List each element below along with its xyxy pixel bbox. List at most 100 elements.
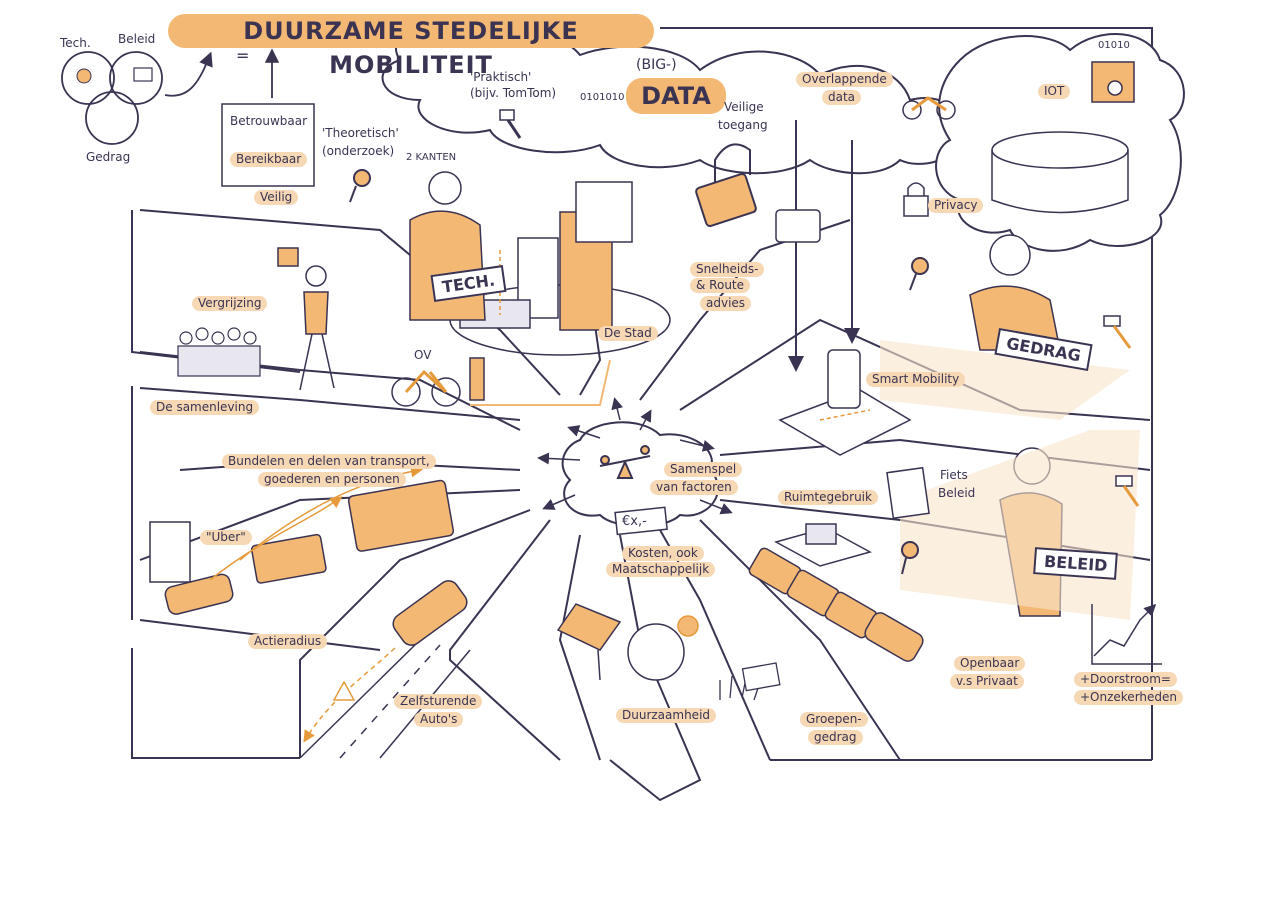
smartphone-illustration	[778, 349, 912, 456]
overlappende-label-1: Overlappende	[796, 72, 893, 87]
warning-icon	[332, 680, 356, 701]
magnifier-icon	[349, 169, 371, 203]
data-arrows	[788, 120, 860, 372]
snelheid-label-3: advies	[700, 296, 752, 311]
ov-bicycle-illustration	[391, 357, 485, 407]
value-betrouwbaar: Betrouwbaar	[230, 114, 308, 128]
venn-label-beleid: Beleid	[118, 32, 156, 46]
ov-route-line	[470, 359, 611, 406]
beleid-sign: BELEID	[1033, 547, 1119, 580]
hammer-icon-right	[1103, 315, 1132, 349]
train-illustration	[748, 547, 924, 662]
walking-person-illustration	[299, 265, 335, 391]
venn-label-gedrag: Gedrag	[86, 150, 131, 164]
value-veilig: Veilig	[254, 190, 299, 205]
ruimtegebruik-label: Ruimtegebruik	[778, 490, 878, 505]
lock-question-icon	[277, 247, 299, 267]
twee-kanten-label: 2 KANTEN	[406, 152, 457, 163]
elderly-crowd-illustration	[177, 327, 261, 377]
bundelen-label-2: goederen en personen	[258, 472, 406, 487]
van-illustration	[250, 533, 327, 584]
venn-label-tech: Tech.	[60, 36, 91, 50]
openbaar-label-2: v.s Privaat	[950, 674, 1024, 689]
snelheid-label-2: & Route	[690, 278, 751, 293]
veilige-toegang-label-2: toegang	[718, 118, 768, 132]
big-label: (BIG-)	[636, 57, 677, 73]
venn-equals: =	[236, 46, 250, 65]
hammer-icon-beleid	[1115, 475, 1140, 507]
euro-label: €x,-	[622, 514, 647, 529]
kosten-label-2: Maatschappelijk	[606, 562, 716, 577]
overlappende-label-2: data	[822, 90, 862, 105]
praktisch-sub-label: (bijv. TomTom)	[470, 86, 557, 100]
actieradius-label: Actieradius	[248, 634, 328, 649]
privacy-label: Privacy	[928, 198, 984, 213]
zelfsturende-label-1: Zelfsturende	[394, 694, 483, 709]
doorstroom-label-2: +Onzekerheden	[1074, 690, 1184, 705]
venn-circle-beleid	[109, 51, 163, 105]
magnifier-icon-beleid	[901, 541, 919, 575]
iot-cloud	[935, 33, 1185, 252]
bike-policy-document	[886, 466, 930, 520]
hammer-icon	[499, 109, 522, 139]
data-cylinder	[991, 131, 1129, 214]
data-label: DATA	[626, 78, 726, 114]
hub-arrows	[537, 397, 733, 515]
venn-diagram	[61, 48, 280, 145]
samenspel-hub	[561, 421, 720, 528]
groepen-label-1: Groepen-	[800, 712, 868, 727]
beleid-light-cone	[900, 430, 1140, 620]
group-hands-illustration	[719, 662, 781, 701]
car-illustration	[164, 573, 234, 615]
zelfsturende-label-2: Auto's	[414, 712, 464, 727]
padlock-icon	[695, 143, 757, 228]
train-station-illustration	[774, 523, 872, 567]
bundelen-label-1: Bundelen en delen van transport,	[222, 454, 436, 469]
self-driving-car-illustration	[392, 580, 468, 646]
venn-circle-tech	[61, 51, 115, 105]
kosten-label-1: Kosten, ook	[622, 546, 704, 561]
navigation-device-icon	[775, 209, 821, 243]
ov-label: OV	[414, 348, 432, 362]
praktisch-label: 'Praktisch'	[470, 70, 532, 84]
growth-chart-icon	[1091, 603, 1162, 665]
theoretisch-sub-label: (onderzoek)	[322, 144, 395, 158]
book-icon	[133, 67, 153, 82]
groepen-label-2: gedrag	[808, 730, 863, 745]
page-title: DUURZAME STEDELIJKE MOBILITEIT	[168, 14, 654, 79]
iot-label: IOT	[1038, 84, 1071, 99]
globe-illustration	[627, 615, 699, 681]
gear-icon	[76, 68, 92, 84]
duurzaamheid-label: Duurzaamheid	[616, 708, 717, 723]
snelheid-label-1: Snelheids-	[690, 262, 765, 277]
theoretisch-label: 'Theoretisch'	[322, 126, 399, 140]
fiets-label-1: Fiets	[940, 468, 968, 482]
vergrijzing-label: Vergrijzing	[192, 296, 268, 311]
gedrag-light-cone	[880, 340, 1130, 420]
euro-note-icon	[614, 506, 668, 536]
frame-lines	[131, 27, 1153, 761]
veilige-toegang-label-1: Veilige	[724, 100, 764, 114]
solar-panel-illustration	[556, 603, 622, 681]
bus-illustration	[347, 479, 455, 552]
samenspel-label-1: Samenspel	[664, 462, 743, 477]
fiets-label-2: Beleid	[938, 486, 976, 500]
smart-mobility-label: Smart Mobility	[866, 372, 966, 387]
uber-label: "Uber"	[200, 530, 252, 545]
binary-left: 0101010	[580, 92, 625, 103]
balance-icon	[599, 445, 651, 479]
binary-right: 01010	[1098, 40, 1130, 51]
doorstroom-label-1: +Doorstroom=	[1074, 672, 1177, 687]
value-bereikbaar: Bereikbaar	[230, 152, 308, 167]
magnifier-icon-right	[909, 257, 929, 291]
samenspel-label-2: van factoren	[650, 480, 738, 495]
bicycle-icon-top	[902, 96, 956, 120]
values-box	[221, 103, 315, 187]
de-stad-label: De Stad	[598, 326, 658, 341]
de-samenleving-label: De samenleving	[150, 400, 260, 415]
iot-device-icon	[1091, 61, 1135, 103]
charging-station-illustration	[149, 521, 191, 583]
privacy-lock-icon	[903, 182, 929, 217]
openbaar-label-1: Openbaar	[954, 656, 1026, 671]
